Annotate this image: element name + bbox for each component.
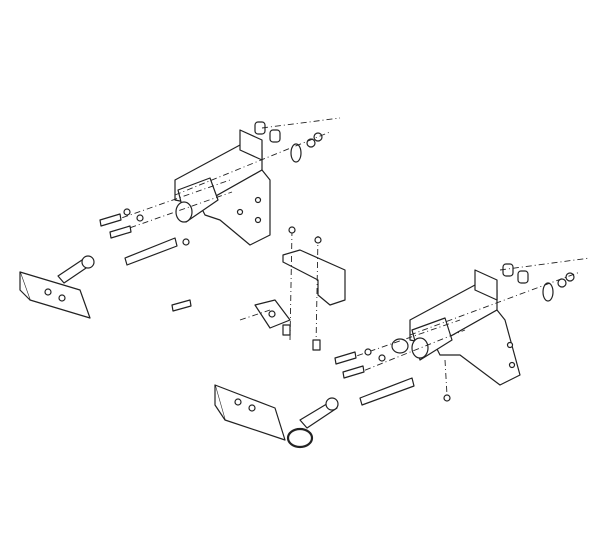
upper-hitch-pin-plate: [19, 255, 95, 319]
upper-receiver-bracket: [174, 129, 271, 246]
lower-hardware: [334, 257, 591, 406]
center-bracket: [171, 226, 346, 351]
lower-receiver-bracket: [391, 269, 521, 386]
lower-hitch-pin-plate: [214, 384, 339, 449]
upper-hardware: [99, 117, 341, 266]
